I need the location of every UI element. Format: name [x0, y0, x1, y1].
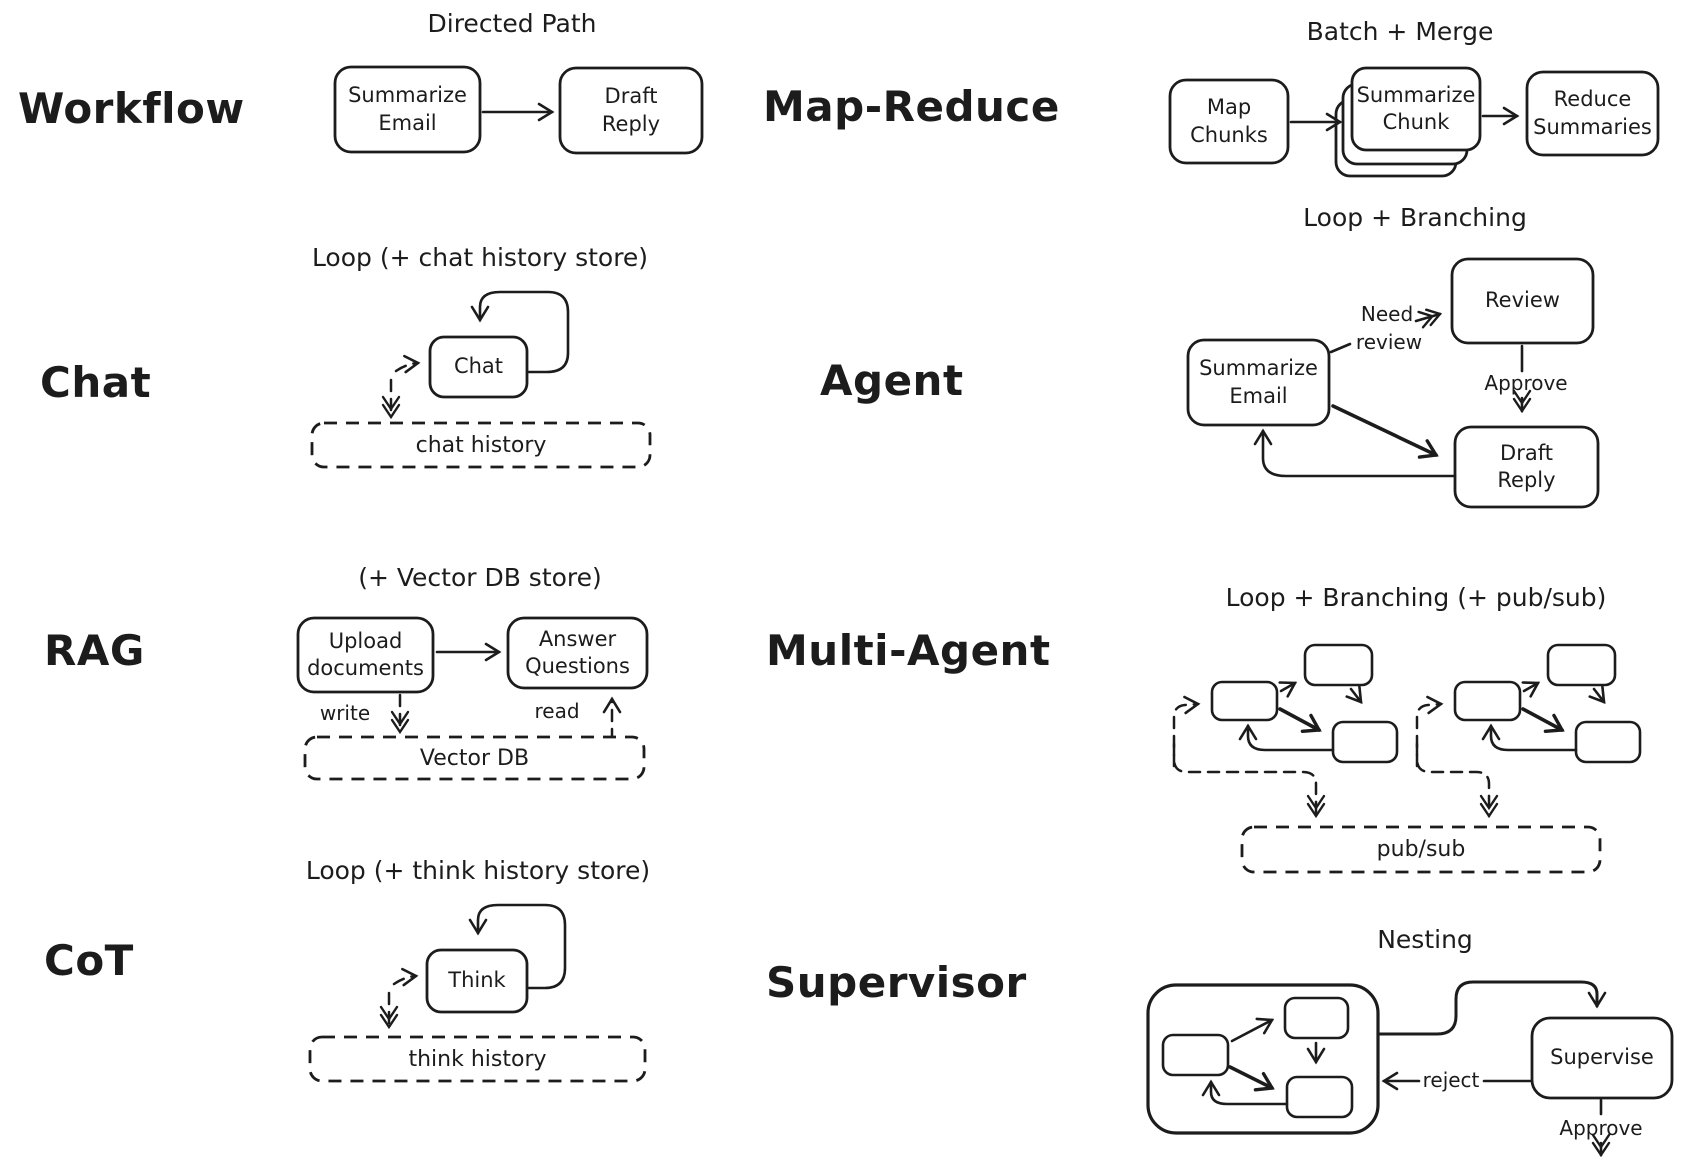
multi-agent-a-top-box [1303, 643, 1374, 687]
multi-agent-a-arrow-2 [1345, 685, 1363, 704]
multi-agent-a-bottom-box [1331, 720, 1399, 764]
supervisor-inner-arrow-1 [1230, 1017, 1275, 1043]
cot-self-loop-arrow [468, 903, 567, 990]
multi-agent-a-left-box [1210, 680, 1279, 722]
chat-self-loop-arrow [470, 290, 570, 374]
cot-label: CoT [44, 936, 134, 985]
cot-think-history-store-box [308, 1035, 647, 1083]
cot-title: Loop (+ think history store) [305, 856, 651, 885]
multi-agent-b-arrow-2 [1588, 685, 1606, 704]
map-reduce-map-chunks-node: Map Chunks [1190, 95, 1268, 147]
rag-vector-db-store-label: Vector DB [419, 745, 530, 771]
agent-label: Agent [820, 356, 964, 405]
supervisor-supervise-node: Supervise [1550, 1045, 1654, 1070]
multi-agent-a-arrow-1 [1278, 681, 1298, 698]
map-reduce-title: Batch + Merge [1306, 17, 1494, 46]
multi-agent-a-arrow-3 [1278, 707, 1322, 733]
agent-review-edge-label: review [1355, 330, 1423, 354]
agent-review-node: Review [1485, 288, 1560, 313]
chat-node: Chat [453, 354, 504, 379]
rag-upload-documents-node: Upload documents [307, 628, 424, 680]
workflow-draft-reply-node: Draft Reply [601, 84, 661, 136]
supervisor-inner-feedback-arrow [1201, 1079, 1289, 1106]
agent-approve-edge-label: Approve [1484, 371, 1568, 395]
chat-box [428, 335, 529, 399]
rag-upload-documents-box [296, 616, 435, 694]
supervisor-inner-left-box [1161, 1033, 1230, 1077]
rag-read-edge-label: read [534, 699, 580, 723]
agent-title: Loop + Branching [1303, 203, 1527, 232]
workflow-summarize-email-node: Summarize Email [348, 83, 467, 135]
cot-think-box [425, 948, 529, 1014]
rag-answer-questions-node: Answer Questions [525, 626, 630, 678]
rag-write-edge-label: write [319, 701, 371, 725]
supervisor-reject-edge-label: reject [1422, 1068, 1480, 1092]
supervisor-inner-arrow-3 [1228, 1065, 1275, 1092]
multi-agent-b-bottom-box [1574, 720, 1642, 764]
cot-think-node: Think [448, 968, 506, 993]
rag-label: RAG [44, 626, 145, 675]
map-reduce-reduce-summaries-node: Reduce Summaries [1533, 87, 1652, 139]
multi-agent-b-left-box [1453, 680, 1522, 722]
cot-think-history-store-label: think history [408, 1046, 547, 1072]
agent-need-review-arrow [1414, 308, 1443, 329]
supervisor-inner-bottom-box [1285, 1075, 1354, 1119]
multi-agent-pubsub-store-box [1240, 825, 1602, 874]
multi-agent-a-entry-dashed-arrow [1172, 695, 1201, 768]
multi-agent-pubsub-store-label: pub/sub [1376, 837, 1466, 862]
multi-agent-a-feedback-arrow [1238, 723, 1335, 752]
workflow-summarize-email-box [333, 65, 482, 154]
multi-agent-b-top-box [1546, 643, 1617, 687]
chat-label: Chat [40, 358, 152, 407]
multi-agent-a-pubsub-dashed-arrow [1172, 742, 1326, 819]
map-reduce-summarize-chunk-box [1350, 66, 1482, 152]
chat-history-store-label: chat history [415, 432, 547, 458]
agent-need-review-leader-line [1329, 342, 1352, 354]
multi-agent-b-arrow-1 [1521, 681, 1541, 698]
multi-agent-title: Loop + Branching (+ pub/sub) [1225, 583, 1607, 612]
map-reduce-map-chunks-box [1168, 78, 1290, 165]
map-reduce-summarize-chunk-node: Summarize Chunk [1356, 82, 1476, 134]
chat-entry-dashed-arrow [394, 354, 421, 374]
map-reduce-reduce-summaries-box [1525, 70, 1660, 157]
agent-summarize-email-node: Summarize Email [1199, 356, 1318, 408]
multi-agent-b-entry-dashed-arrow [1415, 695, 1444, 768]
supervisor-title: Nesting [1377, 925, 1473, 954]
chat-title: Loop (+ chat history store) [311, 243, 649, 272]
agent-need-edge-label: Need [1360, 302, 1414, 326]
agent-draft-reply-node: Draft Reply [1497, 440, 1556, 492]
supervisor-handoff-arrow [1376, 980, 1607, 1036]
multi-agent-b-pubsub-dashed-arrow [1415, 742, 1499, 819]
agent-review-box [1450, 257, 1595, 345]
workflow-title: Directed Path [427, 9, 597, 38]
cot-entry-dashed-arrow [392, 967, 419, 987]
rag-vector-db-store-box [303, 735, 646, 781]
chat-history-store-box [310, 421, 652, 469]
workflow-label: Workflow [18, 84, 245, 133]
supervisor-label: Supervisor [766, 958, 1027, 1007]
workflow-draft-reply-box [558, 66, 704, 155]
map-reduce-label: Map-Reduce [763, 82, 1060, 131]
agent-summarize-email-box [1186, 338, 1331, 427]
rag-title: (+ Vector DB store) [358, 563, 602, 592]
agent-feedback-arrow [1253, 428, 1457, 478]
multi-agent-b-arrow-3 [1521, 707, 1565, 733]
multi-agent-label: Multi-Agent [766, 626, 1051, 675]
supervisor-approve-edge-label: Approve [1559, 1116, 1643, 1140]
supervisor-inner-top-box [1283, 996, 1350, 1040]
multi-agent-b-feedback-arrow [1481, 723, 1578, 752]
agent-draft-arrow [1331, 404, 1439, 459]
rag-answer-questions-box [506, 616, 649, 690]
agent-draft-reply-box [1453, 425, 1600, 509]
supervisor-supervise-box [1530, 1016, 1674, 1100]
